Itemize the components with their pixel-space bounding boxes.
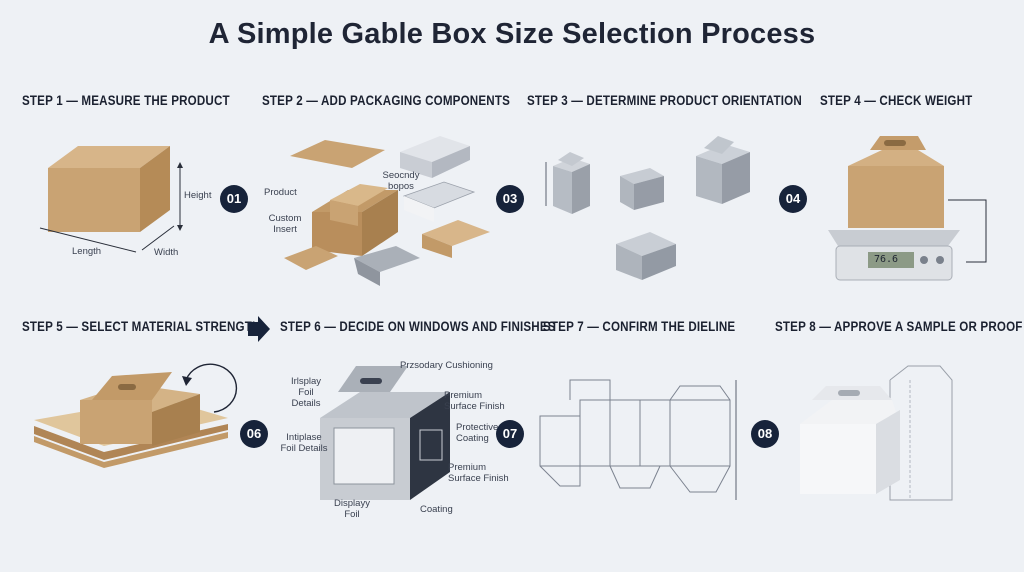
- page-title: A Simple Gable Box Size Selection Proces…: [208, 18, 816, 50]
- step-3-title: STEP 3 — DETERMINE PRODUCT ORIENTATION: [527, 93, 802, 108]
- step-3-orientations: [545, 136, 750, 280]
- label-height: Height: [184, 190, 212, 201]
- step-7-dieline: [539, 379, 737, 500]
- label-coating: Coating: [420, 504, 453, 515]
- label-product: Product: [264, 187, 297, 198]
- step-2-title: STEP 2 — ADD PACKAGING COMPONENTS: [262, 93, 511, 108]
- label-intiplase-foil: Intiplase Foil Details: [280, 432, 328, 454]
- step-8-title: STEP 8 — APPROVE A SAMPLE OR PROOF: [775, 319, 1023, 334]
- step-4-scale: [828, 136, 987, 281]
- step-2-components: [284, 136, 490, 286]
- step-5-box: [34, 363, 238, 468]
- badge-01: 01: [220, 185, 248, 213]
- step-7-title: STEP 7 — CONFIRM THE DIELINE: [543, 319, 736, 334]
- label-cushioning: Przsodary Cushioning: [400, 360, 493, 371]
- label-width: Width: [154, 247, 179, 258]
- label-display-foil-details: Irlsplay Foil Details: [290, 376, 322, 409]
- step-4-title: STEP 4 — CHECK WEIGHT: [820, 93, 973, 108]
- label-displayy-foil: Displayy Foil: [334, 498, 370, 520]
- label-premium-finish-2: Premium Surface Finish: [448, 462, 509, 484]
- label-premium-finish-1: Premium Surface Finish: [444, 390, 505, 412]
- badge-04: 04: [779, 185, 807, 213]
- step-6-title: STEP 6 — DECIDE ON WINDOWS AND FINISHES: [280, 319, 556, 334]
- step-5-title: STEP 5 — SELECT MATERIAL STRENGTH: [22, 319, 261, 334]
- label-custom-insert: Custom Insert: [268, 213, 302, 235]
- step-1-title: STEP 1 — MEASURE THE PRODUCT: [22, 93, 230, 108]
- step-6-box: [320, 366, 450, 500]
- label-protective-coating: Protective Coating: [456, 422, 499, 444]
- label-length: Length: [72, 246, 102, 257]
- label-secondary: Seocndy bopos: [382, 170, 420, 192]
- badge-08: 08: [751, 420, 779, 448]
- badge-07: 07: [496, 420, 524, 448]
- arrow-right-icon: [248, 316, 270, 342]
- scale-reading: 76.6: [874, 254, 899, 265]
- step-8-sample: [800, 365, 953, 501]
- step-1-box: [39, 146, 183, 253]
- badge-03: 03: [496, 185, 524, 213]
- badge-06: 06: [240, 420, 268, 448]
